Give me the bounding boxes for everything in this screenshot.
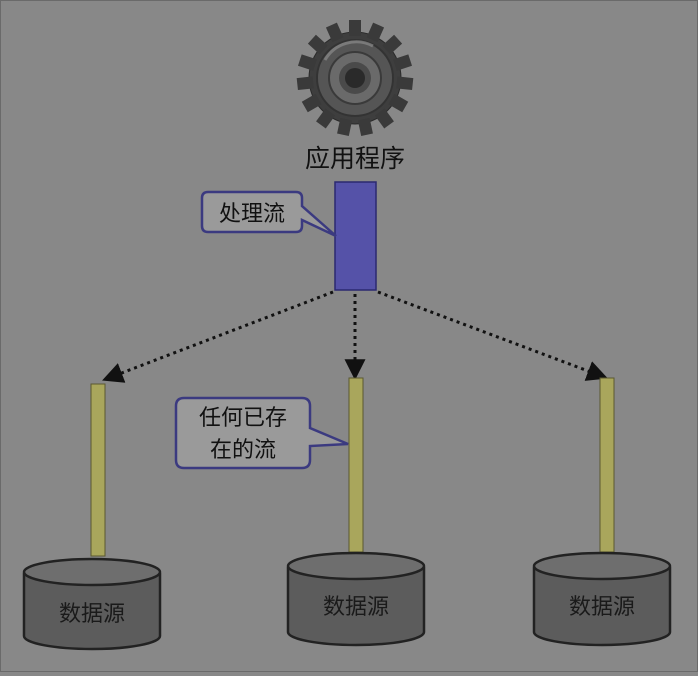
data-source-left-label: 数据源 bbox=[59, 602, 125, 627]
existing-stream-line-1: 任何已存 bbox=[199, 406, 287, 431]
data-source-right: 数据源 bbox=[532, 551, 672, 647]
process-stream-label: 处理流 bbox=[219, 202, 285, 227]
existing-stream-callout: 任何已存 在的流 bbox=[174, 396, 349, 470]
arrow-right bbox=[377, 290, 608, 381]
arrow-left bbox=[102, 290, 334, 383]
data-source-center: 数据源 bbox=[286, 551, 426, 647]
gear-icon bbox=[296, 20, 414, 136]
process-stream-callout: 处理流 bbox=[200, 190, 337, 238]
existing-stream-line-2: 在的流 bbox=[210, 438, 276, 463]
data-source-left: 数据源 bbox=[22, 557, 162, 651]
app-label: 应用程序 bbox=[305, 144, 405, 173]
data-source-center-label: 数据源 bbox=[323, 595, 389, 620]
process-block bbox=[334, 181, 377, 291]
stream-pipe-left bbox=[90, 383, 106, 557]
data-source-right-label: 数据源 bbox=[569, 595, 635, 620]
stream-pipe-right bbox=[599, 377, 615, 553]
stream-pipe-center bbox=[348, 377, 364, 553]
